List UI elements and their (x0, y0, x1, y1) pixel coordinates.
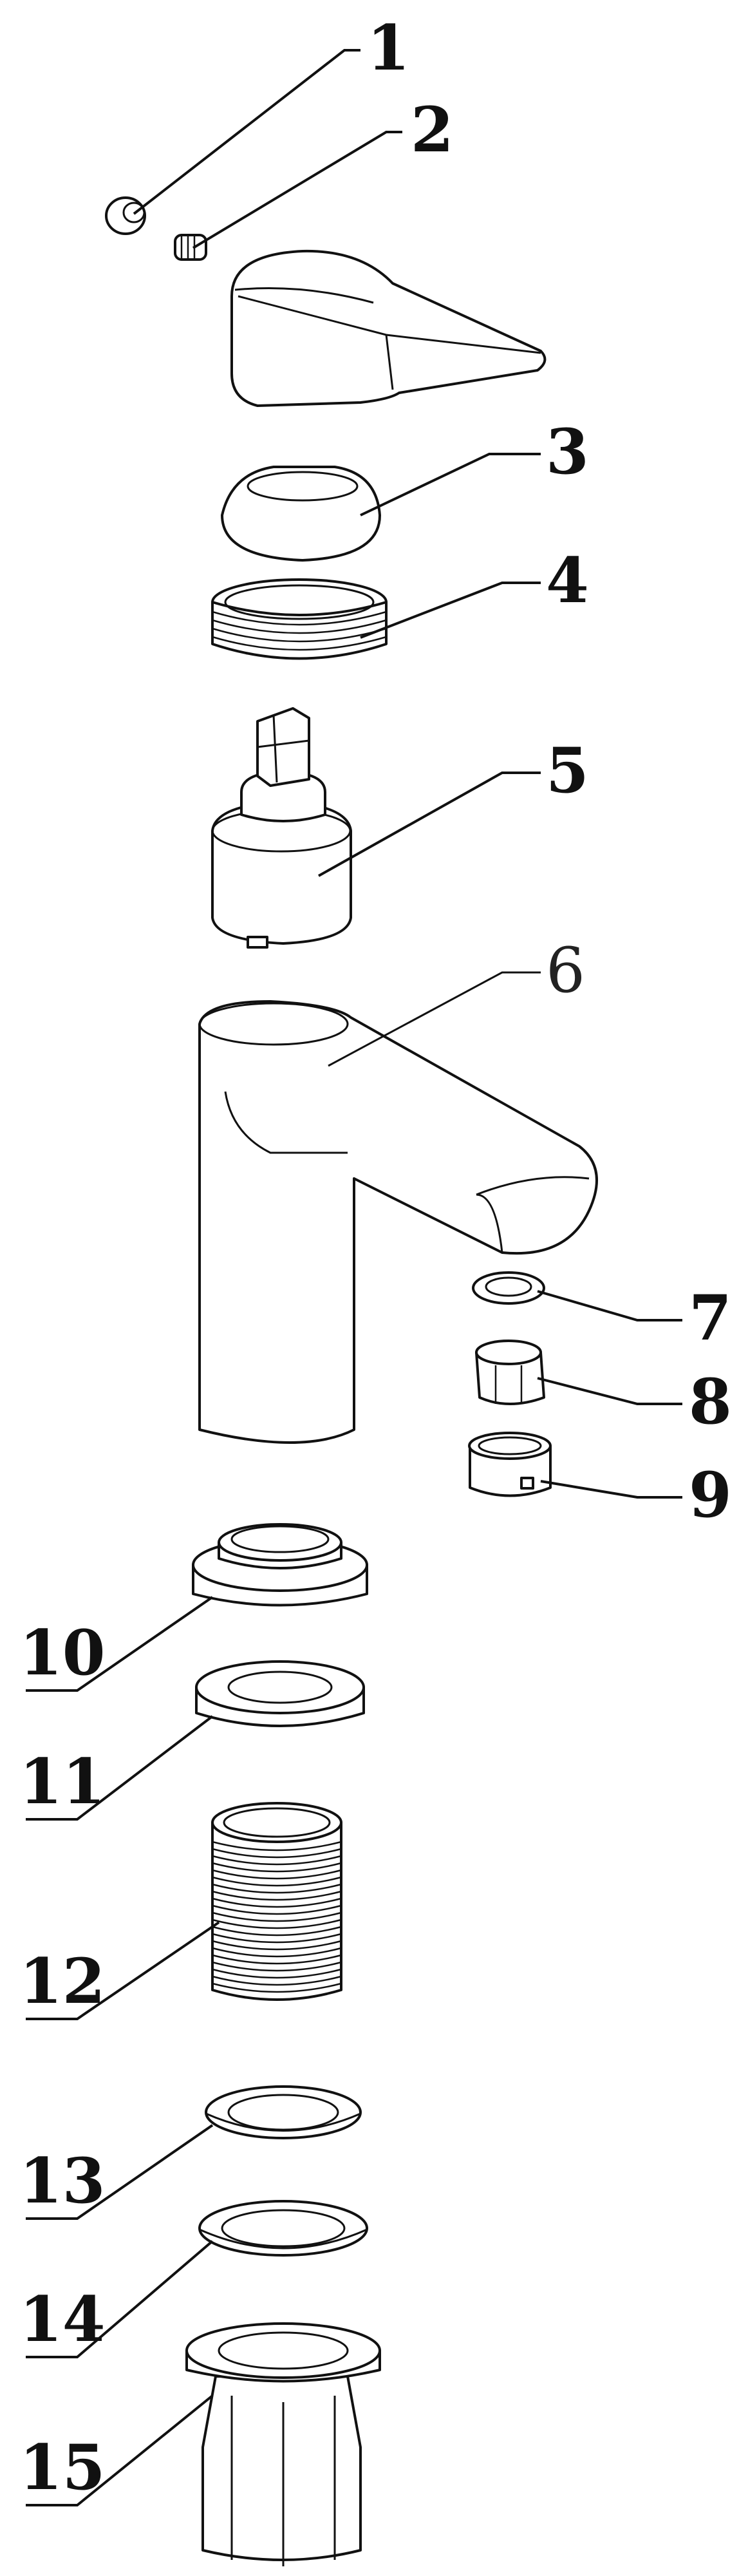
part-8-aerator-insert (475, 1340, 545, 1405)
part-10-base-flange (192, 1523, 368, 1607)
part-3-dome-cap (221, 466, 381, 562)
part-15-lock-nut (185, 2322, 381, 2566)
label-part-13: 13 (19, 2145, 106, 2217)
leader-lines (26, 49, 682, 2506)
label-part-10: 10 (19, 1616, 106, 1689)
part-labels: 1 2 3 4 5 6 7 8 9 10 11 12 13 14 15 (19, 12, 732, 2504)
label-part-5: 5 (546, 734, 589, 807)
part-11-rubber-ring (195, 1660, 365, 1727)
label-part-1: 1 (367, 12, 410, 84)
part-1-cap-button (105, 196, 146, 235)
label-part-12: 12 (19, 1945, 106, 2018)
label-part-14: 14 (19, 2283, 106, 2356)
part-9-aerator-housing (468, 1432, 552, 1497)
handle-lever (230, 249, 547, 407)
label-part-3: 3 (546, 415, 589, 488)
part-4-threaded-ring (211, 578, 388, 660)
label-part-9: 9 (689, 1459, 732, 1531)
part-7-washer (472, 1271, 545, 1305)
part-13-washer (205, 2085, 362, 2139)
part-6-faucet-body (198, 1000, 598, 1444)
label-part-8: 8 (689, 1365, 732, 1438)
part-14-washer (198, 2200, 368, 2257)
part-2-set-screw (174, 234, 207, 261)
part-5-cartridge (211, 707, 352, 949)
label-part-6: 6 (546, 934, 585, 1007)
label-part-15: 15 (19, 2431, 106, 2504)
label-part-4: 4 (546, 544, 589, 617)
part-12-threaded-shank (211, 1802, 342, 2001)
label-part-7: 7 (689, 1282, 732, 1354)
label-part-11: 11 (19, 1745, 106, 1818)
label-part-2: 2 (411, 93, 454, 166)
